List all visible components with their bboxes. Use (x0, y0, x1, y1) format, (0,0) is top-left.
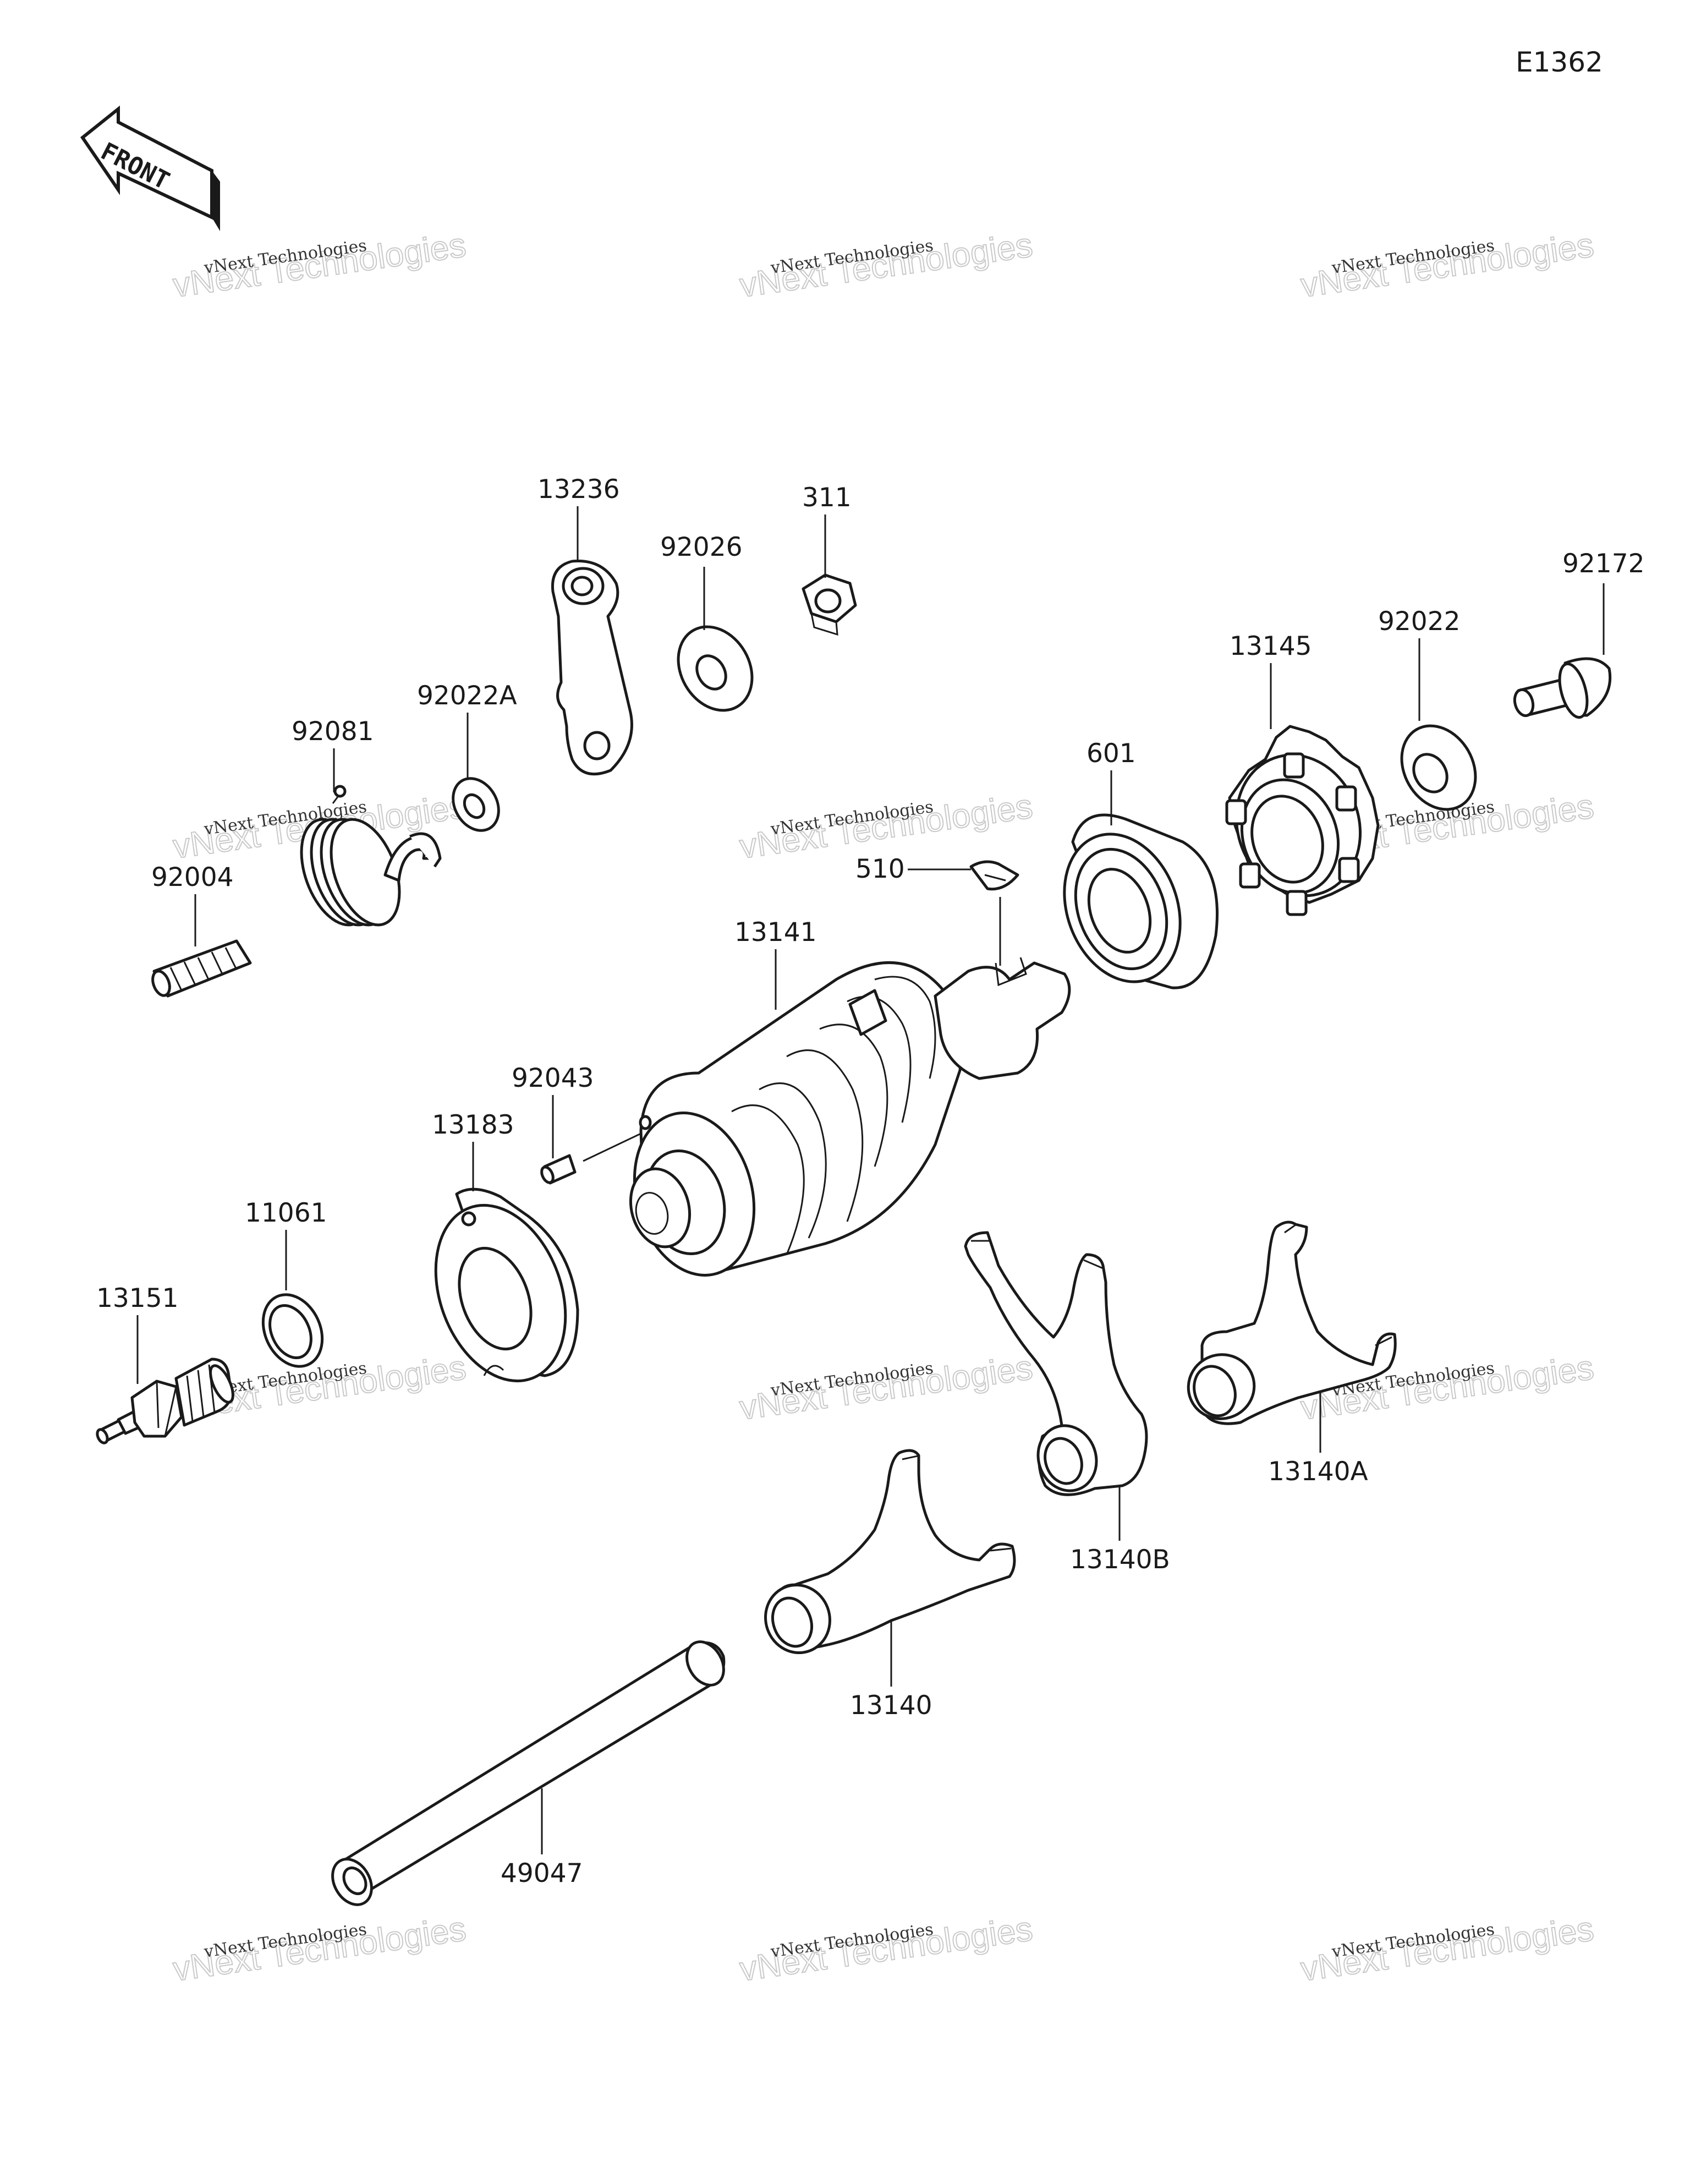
part-92081-spring[interactable] (288, 785, 442, 934)
watermark: vNext Technologies vNext Technologies (1298, 1909, 1596, 1989)
part-92026-washer[interactable] (663, 614, 766, 724)
part-label[interactable]: 13145 (1230, 631, 1312, 661)
watermark: vNext Technologies vNext Technologies (737, 1348, 1035, 1428)
front-arrow-icon: FRONT (80, 105, 220, 231)
part-label[interactable]: 13183 (432, 1110, 514, 1140)
part-label[interactable]: 11061 (245, 1198, 327, 1228)
part-311-nut[interactable] (802, 573, 857, 636)
watermark: vNext Technologies vNext Technologies (170, 1909, 469, 1989)
part-92022A-washer[interactable] (444, 770, 508, 839)
part-label[interactable]: 92172 (1562, 549, 1645, 579)
part-label[interactable]: 92022 (1378, 606, 1461, 637)
part-label[interactable]: 92043 (512, 1063, 594, 1093)
part-13145-drum-cam[interactable] (1217, 725, 1380, 916)
part-label[interactable]: 13141 (734, 917, 817, 948)
leader-lines (136, 506, 1605, 1854)
part-601-bearing[interactable] (1045, 813, 1219, 998)
watermark: vNext Technologies vNext Technologies (737, 1909, 1035, 1989)
part-13140-shift-fork[interactable] (756, 1449, 1016, 1662)
part-label[interactable]: 92004 (151, 862, 234, 893)
part-label[interactable]: 13140B (1070, 1545, 1170, 1575)
part-label[interactable]: 601 (1087, 738, 1136, 769)
part-label[interactable]: 49047 (501, 1858, 583, 1889)
watermark: vNext Technologies vNext Technologies (737, 226, 1035, 305)
diagram-code: E1362 (1516, 46, 1603, 78)
part-92043-pin[interactable] (540, 1154, 577, 1185)
part-13141-shift-drum[interactable] (617, 957, 1071, 1289)
part-92172-bolt[interactable] (1512, 657, 1612, 720)
part-92004-stud[interactable] (150, 939, 252, 998)
part-label[interactable]: 92081 (292, 716, 374, 747)
part-label[interactable]: 510 (855, 854, 905, 884)
part-label[interactable]: 13236 (537, 474, 620, 505)
part-13236-shift-lever[interactable] (551, 560, 633, 776)
part-13140B-shift-fork[interactable] (964, 1231, 1148, 1499)
part-13151-neutral-switch[interactable] (95, 1358, 238, 1444)
watermark: vNext Technologies vNext Technologies (170, 226, 469, 305)
part-label[interactable]: 311 (802, 483, 852, 513)
part-label[interactable]: 13151 (96, 1283, 179, 1313)
part-label[interactable]: 13140A (1268, 1457, 1368, 1487)
part-label[interactable]: 92026 (660, 532, 743, 562)
part-label[interactable]: 92022A (417, 681, 517, 711)
part-92022-washer[interactable] (1387, 713, 1490, 823)
part-11061-gasket[interactable] (252, 1285, 333, 1376)
watermark: vNext Technologies vNext Technologies (1298, 226, 1596, 305)
part-13140A-shift-fork[interactable] (1179, 1220, 1397, 1428)
part-13183-plate[interactable] (413, 1187, 589, 1399)
part-label[interactable]: 13140 (850, 1690, 932, 1721)
part-labels: 13236 311 92026 92172 92081 92022A 13145… (96, 474, 1645, 1889)
part-49047-shaft[interactable] (325, 1635, 731, 1912)
part-510-key[interactable] (969, 860, 1019, 891)
